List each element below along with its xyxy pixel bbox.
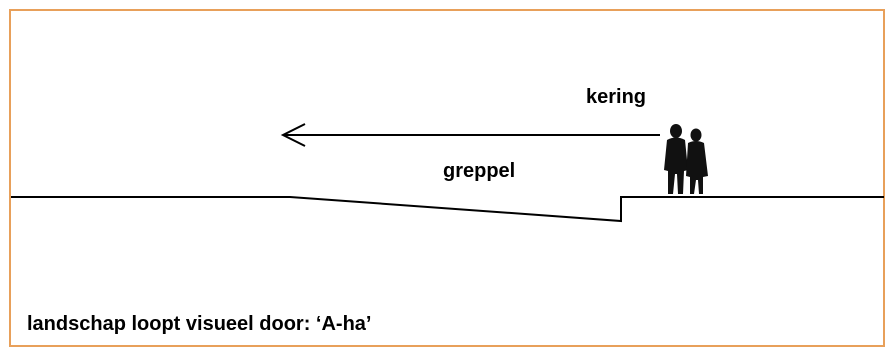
kering-label: kering <box>586 86 647 108</box>
diagram-frame <box>9 9 885 347</box>
greppel-label: greppel <box>443 160 516 182</box>
caption-text: landschap loopt visueel door: ‘A-ha’ <box>27 313 372 335</box>
two-people-silhouette-icon <box>664 124 708 194</box>
sightline-arrow <box>280 123 660 147</box>
ground-profile-line <box>11 196 884 223</box>
